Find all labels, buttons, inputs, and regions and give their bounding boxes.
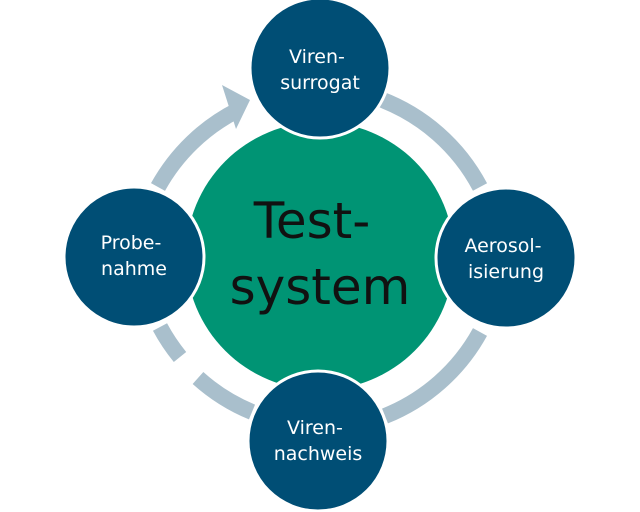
node-virensurrogat-line2: surrogat <box>280 72 360 94</box>
node-virensurrogat: Viren- surrogat <box>248 0 392 140</box>
ring-segment-right-bottom <box>381 328 488 424</box>
node-virensurrogat-label: Viren- surrogat <box>280 46 360 94</box>
cycle-ring <box>150 91 488 424</box>
node-aerosolisierung-circle <box>434 186 578 330</box>
ring-segment-bottom-left <box>192 371 256 420</box>
node-probenahme-line2: nahme <box>101 258 167 280</box>
ring-segment-left-lower <box>152 323 187 363</box>
center-title-line2: system <box>230 258 411 316</box>
node-aerosolisierung-label: Aerosol- isierung <box>464 235 547 283</box>
node-virennachweis-label: Viren- nachweis <box>274 417 363 465</box>
ring-segment-top-right <box>377 91 488 191</box>
node-virennachweis-line1: Viren- <box>287 417 343 439</box>
cycle-arrow-icon <box>222 85 250 129</box>
node-virensurrogat-circle <box>248 0 392 140</box>
node-virennachweis: Viren- nachweis <box>246 369 390 512</box>
node-probenahme: Probe- nahme <box>62 185 206 329</box>
node-aerosolisierung-line1: Aerosol- <box>464 235 541 257</box>
center-title-line1: Test- <box>253 192 371 250</box>
node-probenahme-line1: Probe- <box>101 232 162 254</box>
node-aerosolisierung: Aerosol- isierung <box>434 186 578 330</box>
node-probenahme-label: Probe- nahme <box>101 232 168 280</box>
node-virennachweis-line2: nachweis <box>274 443 363 465</box>
node-aerosolisierung-line2: isierung <box>468 261 544 283</box>
node-virensurrogat-line1: Viren- <box>289 46 345 68</box>
node-virennachweis-circle <box>246 369 390 512</box>
center-circle <box>186 122 454 390</box>
node-probenahme-circle <box>62 185 206 329</box>
ring-segment-left-top <box>150 102 242 191</box>
center-title: Test- system <box>230 192 411 316</box>
